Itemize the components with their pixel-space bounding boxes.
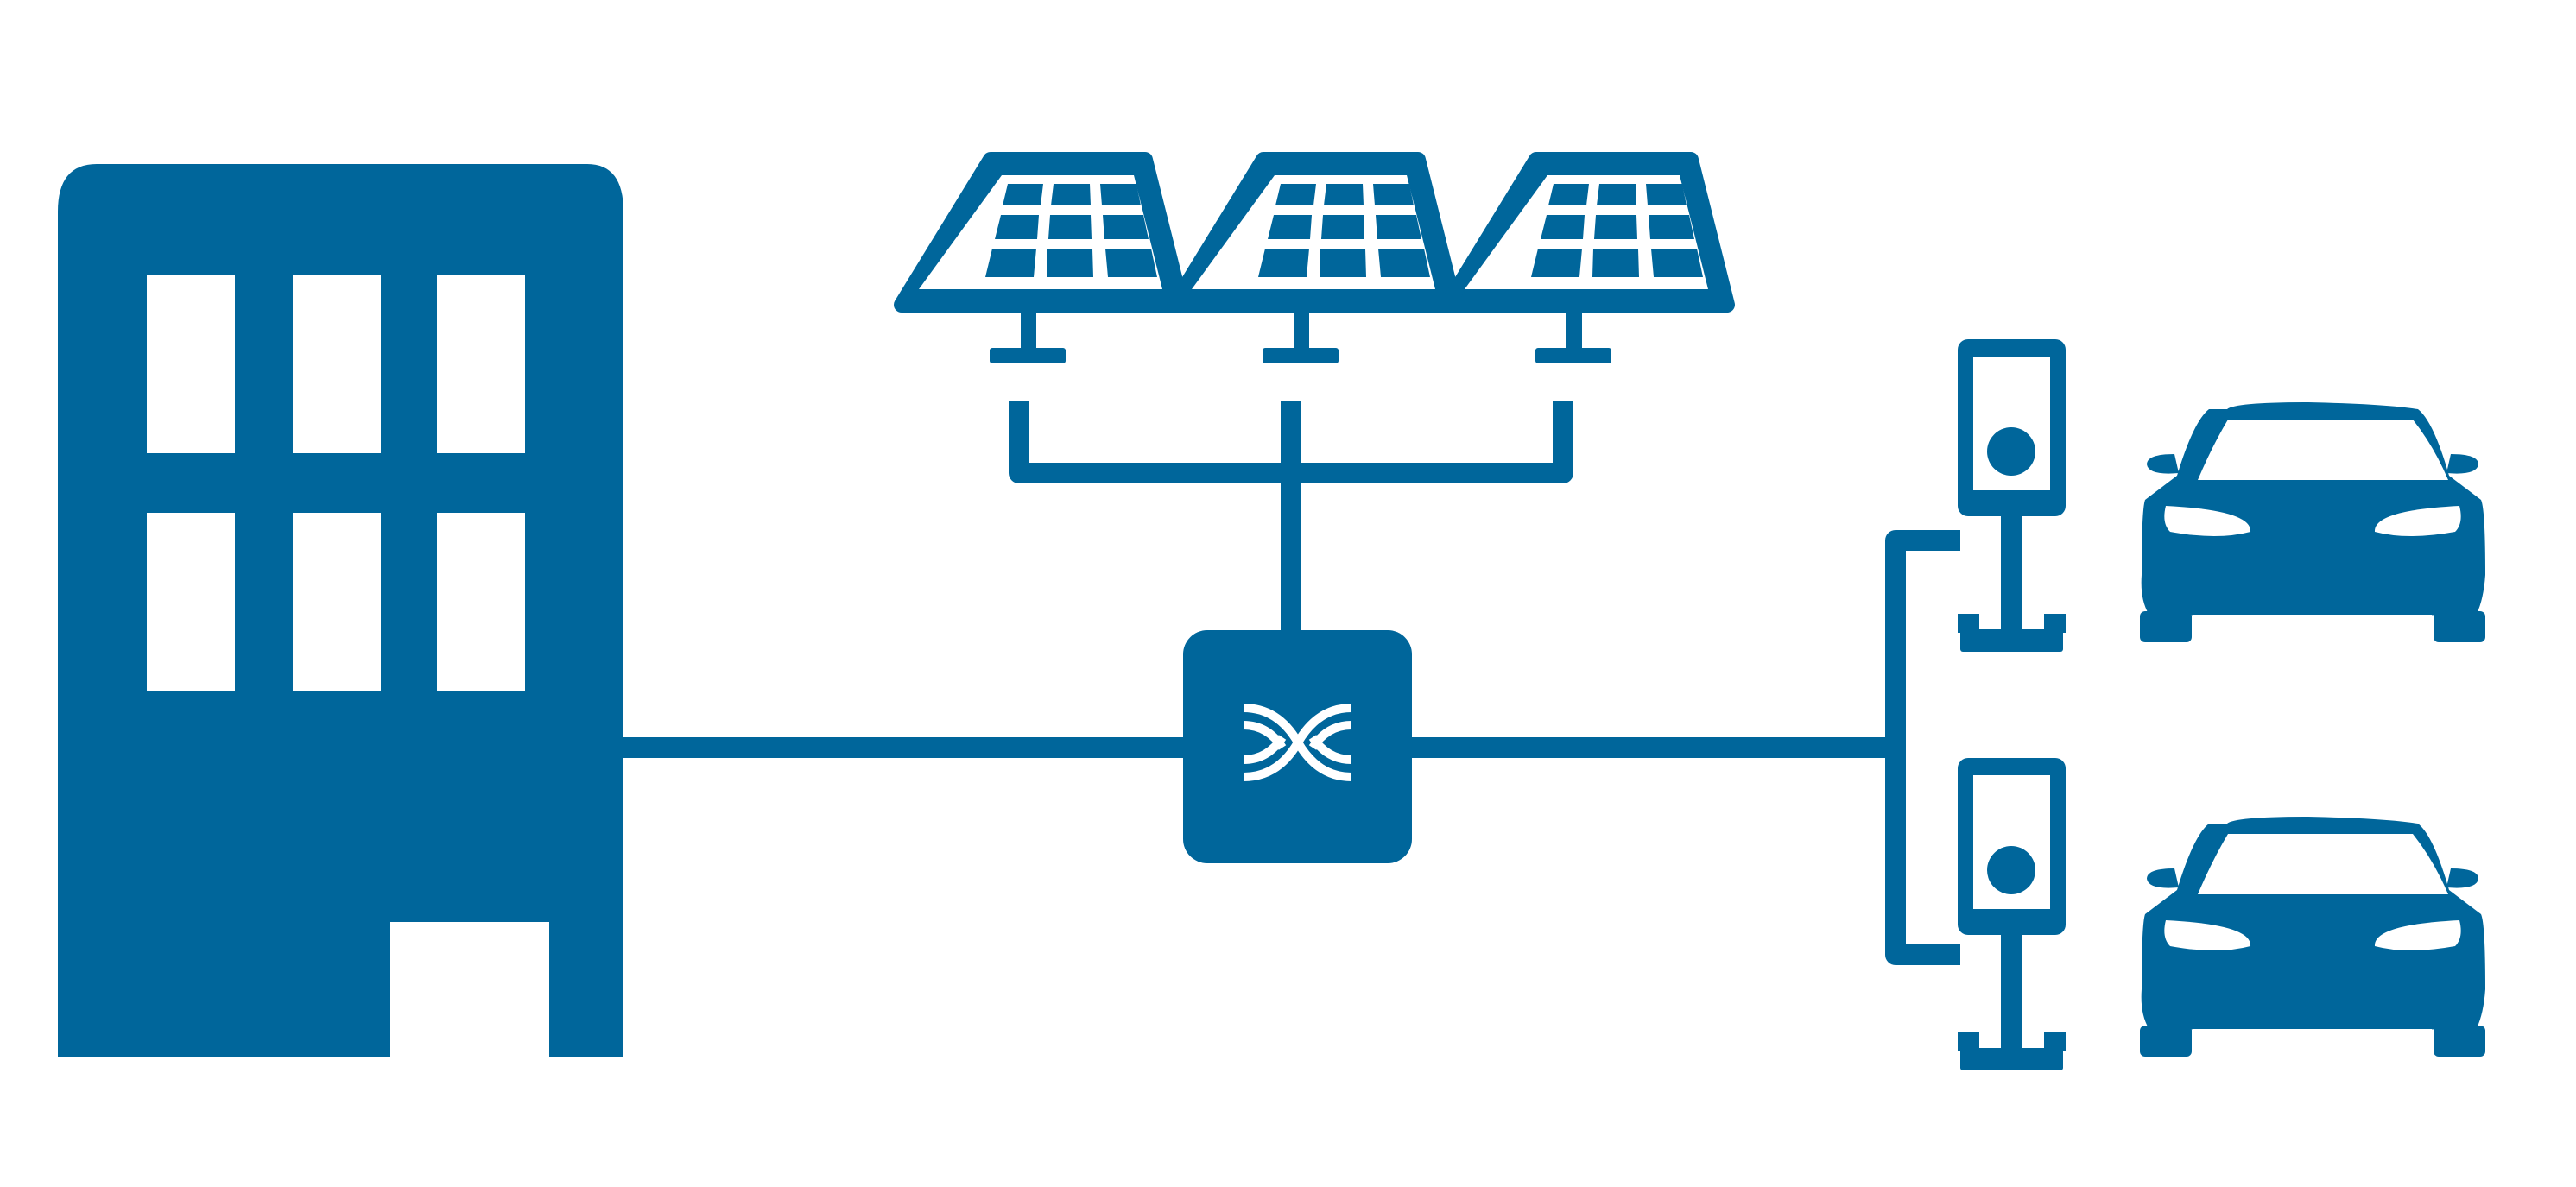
building-icon <box>58 164 623 1057</box>
solar-panel-1-icon <box>902 160 1181 363</box>
link-charger-bus <box>1885 530 1960 965</box>
solar-panel-3-icon <box>1447 160 1727 363</box>
solar-panel-2-icon <box>1174 160 1454 363</box>
charging-station-1-icon <box>1958 339 2066 652</box>
inverter-icon <box>1183 630 1412 863</box>
connection-lines <box>622 401 1960 965</box>
electric-car-1-icon <box>2140 402 2485 642</box>
charging-station-2-icon <box>1958 758 2066 1070</box>
electric-car-2-icon <box>2140 817 2485 1057</box>
